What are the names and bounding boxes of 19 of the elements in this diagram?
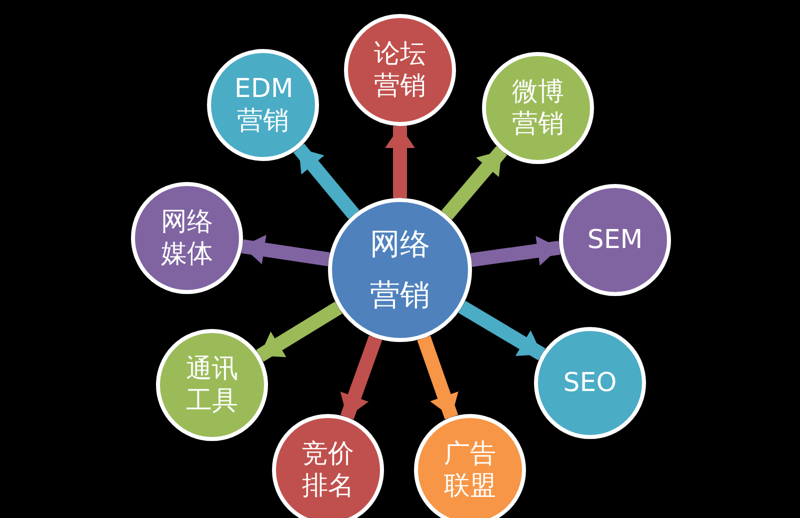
arrow — [385, 126, 415, 198]
circle-label: 网络营销 — [369, 226, 431, 315]
arrow — [241, 234, 330, 266]
circle-label: 竞价排名 — [301, 438, 355, 502]
circle-label: EDM营销 — [234, 72, 292, 138]
arrow — [340, 335, 382, 420]
circle-label: 网络媒体 — [160, 206, 214, 270]
circle-label: 通讯工具 — [185, 352, 239, 418]
circle-label: SEO — [562, 366, 618, 400]
arrow — [256, 302, 342, 362]
arrow — [470, 236, 560, 267]
arrow — [458, 300, 546, 360]
arrow — [293, 144, 360, 220]
arrow — [417, 336, 458, 420]
circle-label: 微博营销 — [511, 76, 565, 140]
circle-label: 广告联盟 — [443, 438, 497, 502]
circle-label: 论坛营销 — [373, 38, 427, 102]
circle-label: SEM — [586, 224, 644, 256]
arrow — [441, 146, 508, 220]
